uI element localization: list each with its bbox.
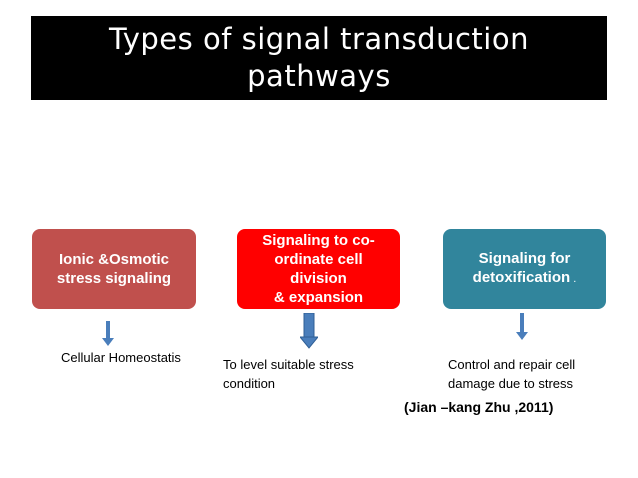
down-arrow-icon xyxy=(300,313,318,349)
outcome-note-homeostasis: Cellular Homeostatis xyxy=(61,348,181,367)
pathway-box-label: Signaling for xyxy=(478,250,571,267)
down-arrow-icon xyxy=(102,321,114,346)
pathway-box-suffix: . xyxy=(570,273,577,285)
outcome-note-text: To level suitable stress xyxy=(223,357,354,372)
slide-title-line-1: Types of signal transduction xyxy=(109,22,529,56)
outcome-note-text: Control and repair cell xyxy=(448,357,576,372)
outcome-note-text: damage due to stress xyxy=(448,376,574,391)
outcome-note-text: condition xyxy=(223,376,276,391)
pathway-box-label: stress signaling xyxy=(56,270,172,287)
down-arrow-icon xyxy=(516,313,528,340)
slide-title-line-2: pathways xyxy=(247,59,391,93)
pathway-box-label: & expansion xyxy=(273,289,364,306)
outcome-note-repair: Control and repair cell damage due to st… xyxy=(448,355,575,393)
pathway-box-label: Ionic &Osmotic xyxy=(58,251,170,268)
pathway-box-detoxification: Signaling for detoxification . xyxy=(443,229,606,309)
outcome-note-text: Cellular Homeostatis xyxy=(61,350,181,365)
outcome-note-stress-level: To level suitable stress condition xyxy=(223,355,354,393)
slide-title: Types of signal transduction pathways xyxy=(31,16,607,100)
pathway-box-label: ordinate cell division xyxy=(274,251,363,287)
pathway-box-label: detoxification xyxy=(472,269,571,286)
pathway-box-cell-division: Signaling to co- ordinate cell division … xyxy=(237,229,400,309)
pathway-box-label: Signaling to co- xyxy=(262,232,375,249)
citation: (Jian –kang Zhu ,2011) xyxy=(404,399,554,415)
pathway-box-ionic-osmotic: Ionic &Osmotic stress signaling xyxy=(32,229,196,309)
